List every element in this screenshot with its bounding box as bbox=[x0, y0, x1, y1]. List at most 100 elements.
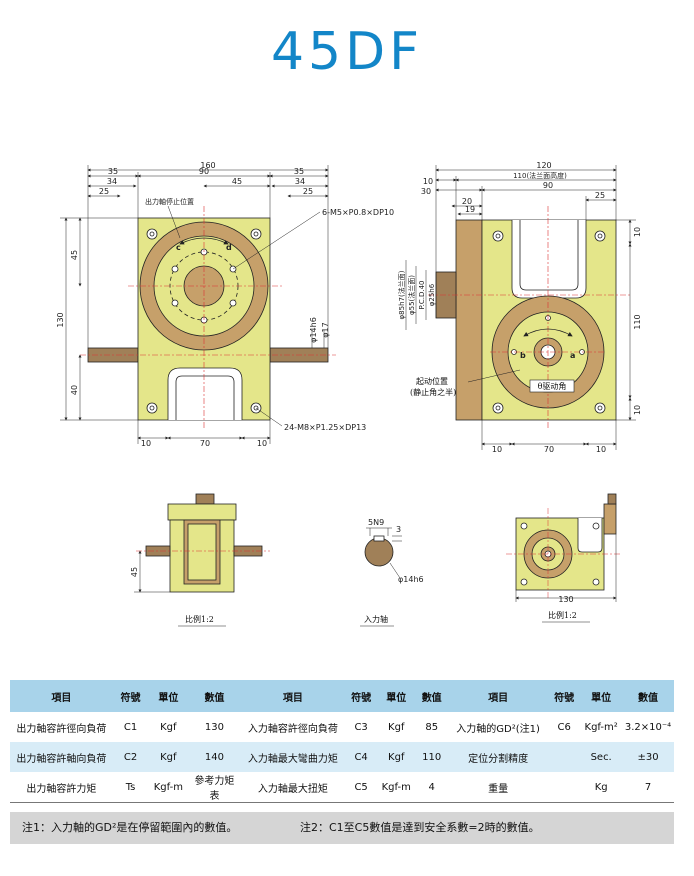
table-cell: Ts bbox=[112, 772, 149, 803]
dim-35-right: 35 bbox=[294, 167, 304, 176]
dim-10-right: 10 bbox=[257, 439, 267, 448]
side-rear-plate bbox=[455, 219, 483, 421]
header-cell: 項目 bbox=[240, 680, 346, 712]
header-cell: 單位 bbox=[580, 680, 623, 712]
table-cell: Kgf bbox=[377, 712, 416, 742]
input-rotation-arrow-icon bbox=[523, 328, 573, 337]
key-label: 5N9 bbox=[368, 518, 384, 527]
rotation-b: b bbox=[520, 351, 526, 360]
table-cell: Kgf bbox=[148, 742, 189, 772]
table-cell: 110 bbox=[415, 742, 449, 772]
scale-left-label: 比例1:2 bbox=[185, 614, 214, 624]
spec-table: 項目 符號 單位 數值 項目 符號 單位 數值 項目 符號 單位 數值 出力軸容… bbox=[10, 680, 674, 803]
front-view: 160 35 90 35 34 45 34 25 25 45 130 40 10… bbox=[56, 161, 394, 448]
tapped-holes-bottom-label: 24-M8×P1.25×DP13 bbox=[284, 423, 366, 432]
table-cell: 出力軸容許軸向負荷 bbox=[10, 742, 113, 772]
table-cell: C2 bbox=[112, 742, 149, 772]
table-cell: C4 bbox=[345, 742, 378, 772]
side-dia-55: φ55(法兰面) bbox=[407, 275, 416, 315]
header-cell: 數值 bbox=[415, 680, 449, 712]
table-cell: Kgf-m² bbox=[580, 712, 623, 742]
side-dim-10: 10 bbox=[423, 177, 433, 186]
side-dim-25: 25 bbox=[595, 191, 605, 200]
table-cell: 7 bbox=[622, 772, 674, 803]
dim-160: 160 bbox=[200, 161, 215, 170]
side-dim-70: 70 bbox=[544, 445, 554, 454]
side-dia-25: φ25h6 bbox=[428, 283, 436, 306]
rotation-a: a bbox=[570, 351, 575, 360]
dim-25-right: 25 bbox=[303, 187, 313, 196]
table-cell: 出力軸容許徑向負荷 bbox=[10, 712, 113, 742]
scale-right-label: 比例1:2 bbox=[548, 610, 577, 620]
table-cell: 3.2×10⁻⁴ bbox=[622, 712, 674, 742]
table-cell: 入力軸最大彎曲力矩 bbox=[240, 742, 346, 772]
side-dim-120: 120 bbox=[536, 161, 551, 170]
side-dim-90: 90 bbox=[543, 181, 553, 190]
stop-position-label: 出力軸停止位置 bbox=[145, 197, 194, 206]
input-shaft-dia-label: φ14h6 bbox=[398, 575, 424, 584]
side-view: 120 10 110(法兰面高度) 30 90 25 20 19 10 110 … bbox=[397, 161, 642, 454]
note-1: 注1：入力軸的GD²是在停留範圍內的數值。 bbox=[22, 821, 238, 834]
flange-hole-icons bbox=[171, 248, 237, 324]
header-cell: 項目 bbox=[10, 680, 113, 712]
side-dim-110: 110 bbox=[633, 314, 642, 329]
table-cell bbox=[548, 772, 581, 803]
dim-45: 45 bbox=[232, 177, 242, 186]
table-cell: 140 bbox=[188, 742, 241, 772]
dim-35-left: 35 bbox=[108, 167, 118, 176]
side-dim-20: 20 bbox=[462, 197, 472, 206]
table-cell: Sec. bbox=[580, 742, 623, 772]
header-cell: 單位 bbox=[148, 680, 189, 712]
table-cell: Kgf-m bbox=[377, 772, 416, 803]
dim-40: 40 bbox=[70, 385, 79, 395]
spec-table-header: 項目 符號 單位 數值 項目 符號 單位 數值 項目 符號 單位 數值 bbox=[10, 680, 674, 712]
table-cell: 85 bbox=[415, 712, 449, 742]
dim-34-right: 34 bbox=[295, 177, 305, 186]
table-cell: Kgf bbox=[148, 712, 189, 742]
corner-hole-icons bbox=[146, 228, 262, 414]
rotation-arrow-icon bbox=[179, 237, 229, 245]
note-2: 注2：C1至C5數值是達到安全系數=2時的數值。 bbox=[300, 821, 540, 834]
tapped-holes-top-label: 6-M5×P0.8×DP10 bbox=[322, 208, 394, 217]
table-cell bbox=[548, 742, 581, 772]
notes-bar: 注1：入力軸的GD²是在停留範圍內的數值。 注2：C1至C5數值是達到安全系數=… bbox=[10, 812, 674, 844]
table-cell: 130 bbox=[188, 712, 241, 742]
small-dim-130: 130 bbox=[558, 595, 573, 604]
shaft-dia-14: φ14h6 bbox=[309, 317, 318, 343]
table-cell: 出力軸容許力矩 bbox=[10, 772, 113, 803]
table-cell: 入力軸的GD²(注1) bbox=[448, 712, 549, 742]
table-cell: 重量 bbox=[448, 772, 549, 803]
dim-25-left: 25 bbox=[99, 187, 109, 196]
header-cell: 項目 bbox=[448, 680, 549, 712]
table-cell: 參考力矩表 bbox=[188, 772, 241, 803]
side-dim-10-left: 10 bbox=[492, 445, 502, 454]
drive-angle-label: θ驱动角 bbox=[538, 381, 567, 391]
input-shaft-section bbox=[364, 537, 394, 567]
table-cell: 入力軸容許徑向負荷 bbox=[240, 712, 346, 742]
page-title: 45DF bbox=[270, 22, 424, 82]
table-cell: C5 bbox=[345, 772, 378, 803]
key-depth-label: 3 bbox=[396, 525, 401, 534]
shaft-dia-17: φ17 bbox=[321, 322, 330, 337]
small-views: 45 比例1:2 5N9 3 φ14h6 入力轴 bbox=[130, 493, 620, 627]
side-dim-10-right: 10 bbox=[596, 445, 606, 454]
small-dim-45: 45 bbox=[130, 567, 139, 577]
start-position-label: 起动位置 bbox=[416, 376, 448, 386]
header-cell: 數值 bbox=[622, 680, 674, 712]
rotation-c: c bbox=[176, 243, 181, 252]
table-row: 出力軸容許徑向負荷 C1 Kgf 130 入力軸容許徑向負荷 C3 Kgf 85… bbox=[10, 712, 674, 742]
table-row: 出力軸容許軸向負荷 C2 Kgf 140 入力軸最大彎曲力矩 C4 Kgf 11… bbox=[10, 742, 674, 772]
dim-130: 130 bbox=[56, 312, 65, 327]
table-cell: 定位分割精度 bbox=[448, 742, 549, 772]
dim-70: 70 bbox=[200, 439, 210, 448]
dim-90: 90 bbox=[199, 167, 209, 176]
table-cell: C6 bbox=[548, 712, 581, 742]
dim-45-vertical: 45 bbox=[70, 250, 79, 260]
side-dim-30: 30 bbox=[421, 187, 431, 196]
header-cell: 符號 bbox=[548, 680, 581, 712]
table-cell: Kgf-m bbox=[148, 772, 189, 803]
start-position-sub-label: (静止角之半) bbox=[410, 387, 456, 397]
rotation-d: d bbox=[226, 243, 232, 252]
table-cell: Kg bbox=[580, 772, 623, 803]
